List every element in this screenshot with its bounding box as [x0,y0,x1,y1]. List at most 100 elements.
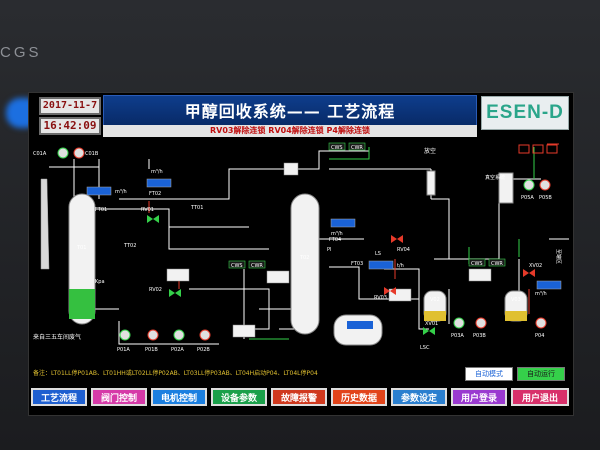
valve-rv01[interactable]: RV01 [141,207,159,223]
heat-exchangers [166,162,492,338]
svg-text:PI: PI [327,247,332,253]
svg-text:XV01: XV01 [425,321,438,327]
instrument-tags: FT01 FT02 FT04 FT03 TT01 TT02 LSC LS PI … [95,191,430,351]
svg-text:RV04: RV04 [397,247,410,253]
svg-text:P04: P04 [535,333,544,339]
monitor-brand: CGS [0,44,42,61]
svg-text:m³/h: m³/h [115,189,127,195]
tank-t01: T01 [68,193,96,325]
auto-mode-button[interactable]: 自动模式 [465,367,513,381]
pump-p04[interactable]: P04 [535,317,547,339]
svg-text:RV01: RV01 [141,207,154,213]
header: 2017-11-7 16:42:09 甲醇回收系统—— 工艺流程 RV03解除连… [29,93,573,139]
nav-valve-control[interactable]: 阀门控制 [91,388,147,406]
logo-text: ESEN-D [486,102,564,123]
nav-user-logout[interactable]: 用户退出 [511,388,569,406]
horizontal-tank [333,314,383,346]
pump-p02b[interactable]: P02B [197,329,211,353]
svg-text:P01B: P01B [145,347,158,353]
svg-text:CWR: CWR [251,263,263,269]
top-right-equipment [518,144,558,154]
svg-text:XV02: XV02 [529,263,542,269]
hmi-screen: 2017-11-7 16:42:09 甲醇回收系统—— 工艺流程 RV03解除连… [28,92,574,416]
svg-text:C01A: C01A [33,151,47,157]
stack [40,178,50,270]
time-display: 16:42:09 [39,117,101,135]
svg-text:P02A: P02A [171,347,184,353]
svg-text:RV03: RV03 [374,295,387,301]
tank-v02: V02 [423,290,447,322]
flow-readouts: m³/h m³/h m³/h t/h m³/h [86,169,562,297]
vent-pipe [426,170,436,196]
vacuum-label: 真空系统 [485,174,505,181]
pump-p01b[interactable]: P01B [145,329,159,353]
svg-text:CWR: CWR [351,145,363,151]
company-logo: ESEN-D [481,96,569,130]
pump-p02a[interactable]: P02A [171,329,185,353]
pump-p05a[interactable]: P05A [521,179,535,201]
interlock-status: RV03解除连锁 RV04解除连锁 P4解除连锁 [103,125,477,137]
cooling-lines [249,147,535,340]
tank-t02: T02 [290,193,320,335]
tank-t02-label: T02 [299,255,309,261]
valve-xv02[interactable]: XV02 [523,263,542,277]
process-diagram: 来自三五车间废气 T01 T02 V02 V03 放空 [33,142,569,353]
svg-text:m³/h: m³/h [535,291,547,297]
svg-text:LSC: LSC [420,345,430,351]
pumps[interactable]: C01A C01B P01A P01B P02A P02B P03A P03B … [33,147,552,353]
svg-text:P02B: P02B [197,347,210,353]
svg-text:FT03: FT03 [351,261,363,267]
svg-text:P05B: P05B [539,195,552,201]
tank-v02-label: V02 [430,297,440,303]
svg-text:TT01: TT01 [190,205,203,211]
pump-p05b[interactable]: P05B [539,179,552,201]
to-tank-label: 至罐区 [555,249,562,264]
title-bar: 甲醇回收系统—— 工艺流程 [103,95,477,127]
valve-rv04[interactable]: RV04 [391,235,410,253]
waste-gas-label: 来自三五车间废气 [33,333,81,341]
nav-user-login[interactable]: 用户登录 [451,388,507,406]
svg-text:Kpa: Kpa [95,279,105,285]
svg-text:P05A: P05A [521,195,534,201]
navigation-bar: 工艺流程 阀门控制 电机控制 设备参数 故障报警 历史数据 参数设定 用户登录 … [29,386,573,410]
pump-p03a[interactable]: P03A [451,317,465,339]
nav-fault-alarm[interactable]: 故障报警 [271,388,327,406]
svg-text:CWS: CWS [471,261,483,267]
pump-p03b[interactable]: P03B [473,317,487,339]
nav-equipment-params[interactable]: 设备参数 [211,388,267,406]
svg-text:P03A: P03A [451,333,464,339]
svg-text:CWS: CWS [331,145,343,151]
svg-text:P01A: P01A [117,347,130,353]
nav-motor-control[interactable]: 电机控制 [151,388,207,406]
tank-v03-label: V03 [511,297,521,303]
svg-text:m³/h: m³/h [151,169,163,175]
vacuum-unit [498,172,514,204]
valve-rv02[interactable]: RV02 [149,287,181,297]
nav-param-settings[interactable]: 参数设定 [391,388,447,406]
svg-text:CWS: CWS [231,263,243,269]
valve-rv03[interactable]: RV03 [374,287,396,301]
svg-text:LS: LS [375,251,381,257]
svg-text:C01B: C01B [85,151,99,157]
svg-text:P03B: P03B [473,333,486,339]
svg-text:CWR: CWR [491,261,503,267]
svg-text:TT02: TT02 [123,243,136,249]
auto-run-button[interactable]: 自动运行 [517,367,565,381]
svg-text:RV02: RV02 [149,287,162,293]
pump-c01a[interactable]: C01A [33,147,69,159]
nav-process-flow[interactable]: 工艺流程 [31,388,87,406]
nav-history-data[interactable]: 历史数据 [331,388,387,406]
valves[interactable]: RV01 RV02 RV03 RV04 XV01 XV02 [141,207,542,335]
svg-text:t/h: t/h [397,263,404,269]
svg-text:FT02: FT02 [149,191,161,197]
valve-xv01[interactable]: XV01 [423,321,438,335]
svg-text:FT04: FT04 [329,237,341,243]
date-display: 2017-11-7 [39,97,101,115]
cooling-water-tags: CWS CWR CWS CWR CWS CWR [228,142,506,269]
pump-c01b[interactable]: C01B [73,147,99,159]
remarks-note: 备注：LT01LL停P01AB、LT01HH或LT02LL停P02AB、LT03… [33,370,318,377]
pump-p01a[interactable]: P01A [117,329,131,353]
tank-v03: V03 [504,290,528,322]
tank-t01-label: T01 [76,245,86,251]
svg-text:FT01: FT01 [95,207,107,213]
